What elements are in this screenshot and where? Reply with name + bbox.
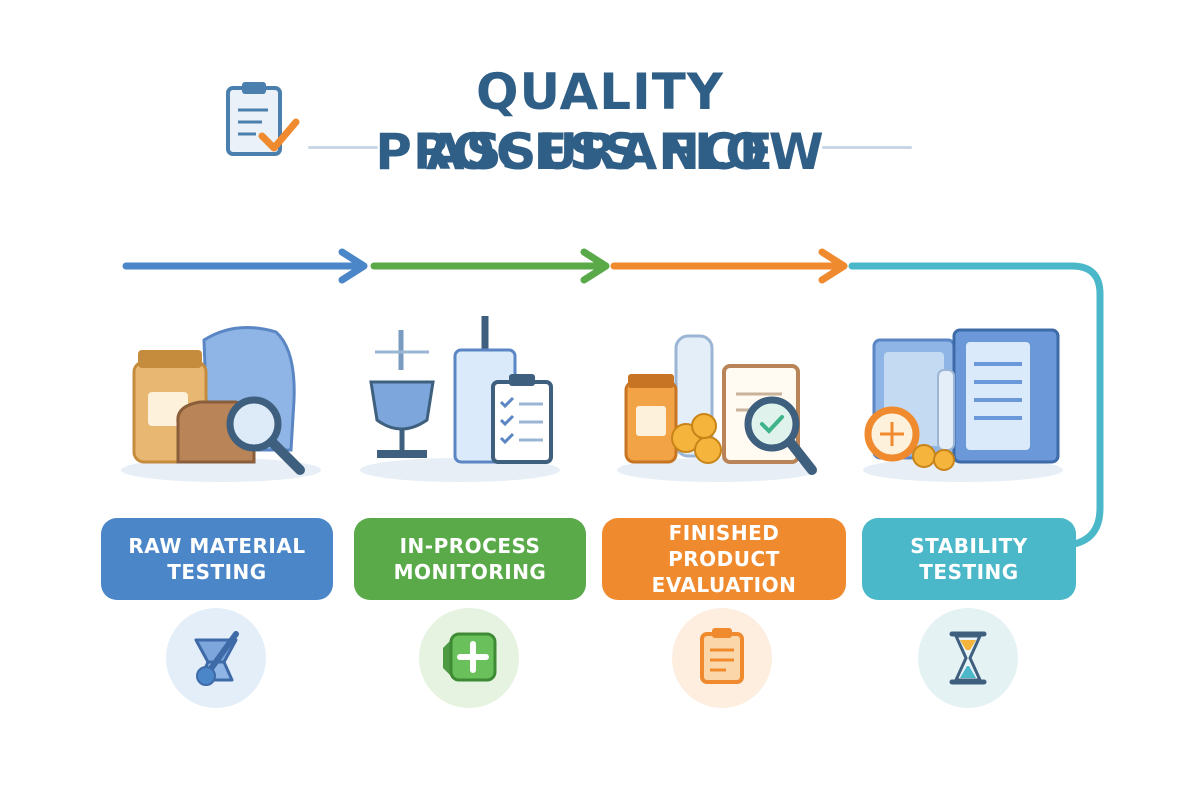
medical-plus-icon xyxy=(419,608,519,708)
stage-label: FINISHED PRODUCT EVALUATION xyxy=(651,521,797,597)
stage-label: RAW MATERIAL TESTING xyxy=(128,534,306,584)
raw-materials-illustration xyxy=(121,326,321,482)
equipment-illustration xyxy=(360,316,560,482)
title-rule-right xyxy=(822,146,912,149)
stage-finished-product-evaluation: FINISHED PRODUCT EVALUATION xyxy=(602,518,846,600)
arrow-blue xyxy=(122,248,368,284)
finished-products-illustration xyxy=(617,334,817,482)
title-line-1: QUALITY ASSURANCE xyxy=(426,63,774,181)
arrow-orange xyxy=(610,248,848,284)
clipboard-check-icon xyxy=(226,82,300,156)
arrow-green xyxy=(370,248,610,284)
stability-storage-illustration xyxy=(863,328,1063,482)
stage-in-process-monitoring: IN-PROCESS MONITORING xyxy=(354,518,586,600)
stage-label: IN-PROCESS MONITORING xyxy=(393,534,547,584)
stage-label: STABILITY TESTING xyxy=(910,534,1028,584)
title-rule-left xyxy=(308,146,378,149)
stage-raw-material-testing: RAW MATERIAL TESTING xyxy=(101,518,333,600)
arrow-teal-loop xyxy=(848,262,1104,548)
stage-stability-testing: STABILITY TESTING xyxy=(862,518,1076,600)
mortar-pestle-icon xyxy=(166,608,266,708)
title-line-2: PROCESS FLOW xyxy=(375,123,825,181)
hourglass-icon xyxy=(918,608,1018,708)
clipboard-icon xyxy=(672,608,772,708)
